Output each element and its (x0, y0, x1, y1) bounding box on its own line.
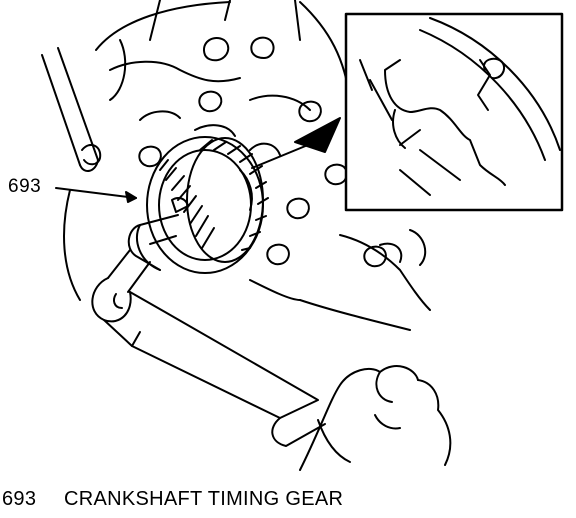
callout-leader-line (55, 187, 137, 199)
rod (41, 47, 99, 172)
caption-text: CRANKSHAFT TIMING GEAR (64, 488, 344, 510)
detail-arrow (251, 117, 341, 169)
figure-caption: 693 CRANKSHAFT TIMING GEAR (2, 488, 343, 511)
callout-arrowhead (125, 191, 137, 203)
crankshaft-timing-gear (146, 136, 269, 274)
caption-number: 693 (2, 488, 37, 510)
detail-inset (344, 12, 564, 212)
hand (299, 365, 452, 471)
ratchet-wrench (91, 277, 326, 447)
callout-label-693: 693 (8, 176, 42, 197)
engine-block (63, 0, 431, 331)
crankshaft-snout (107, 214, 179, 293)
